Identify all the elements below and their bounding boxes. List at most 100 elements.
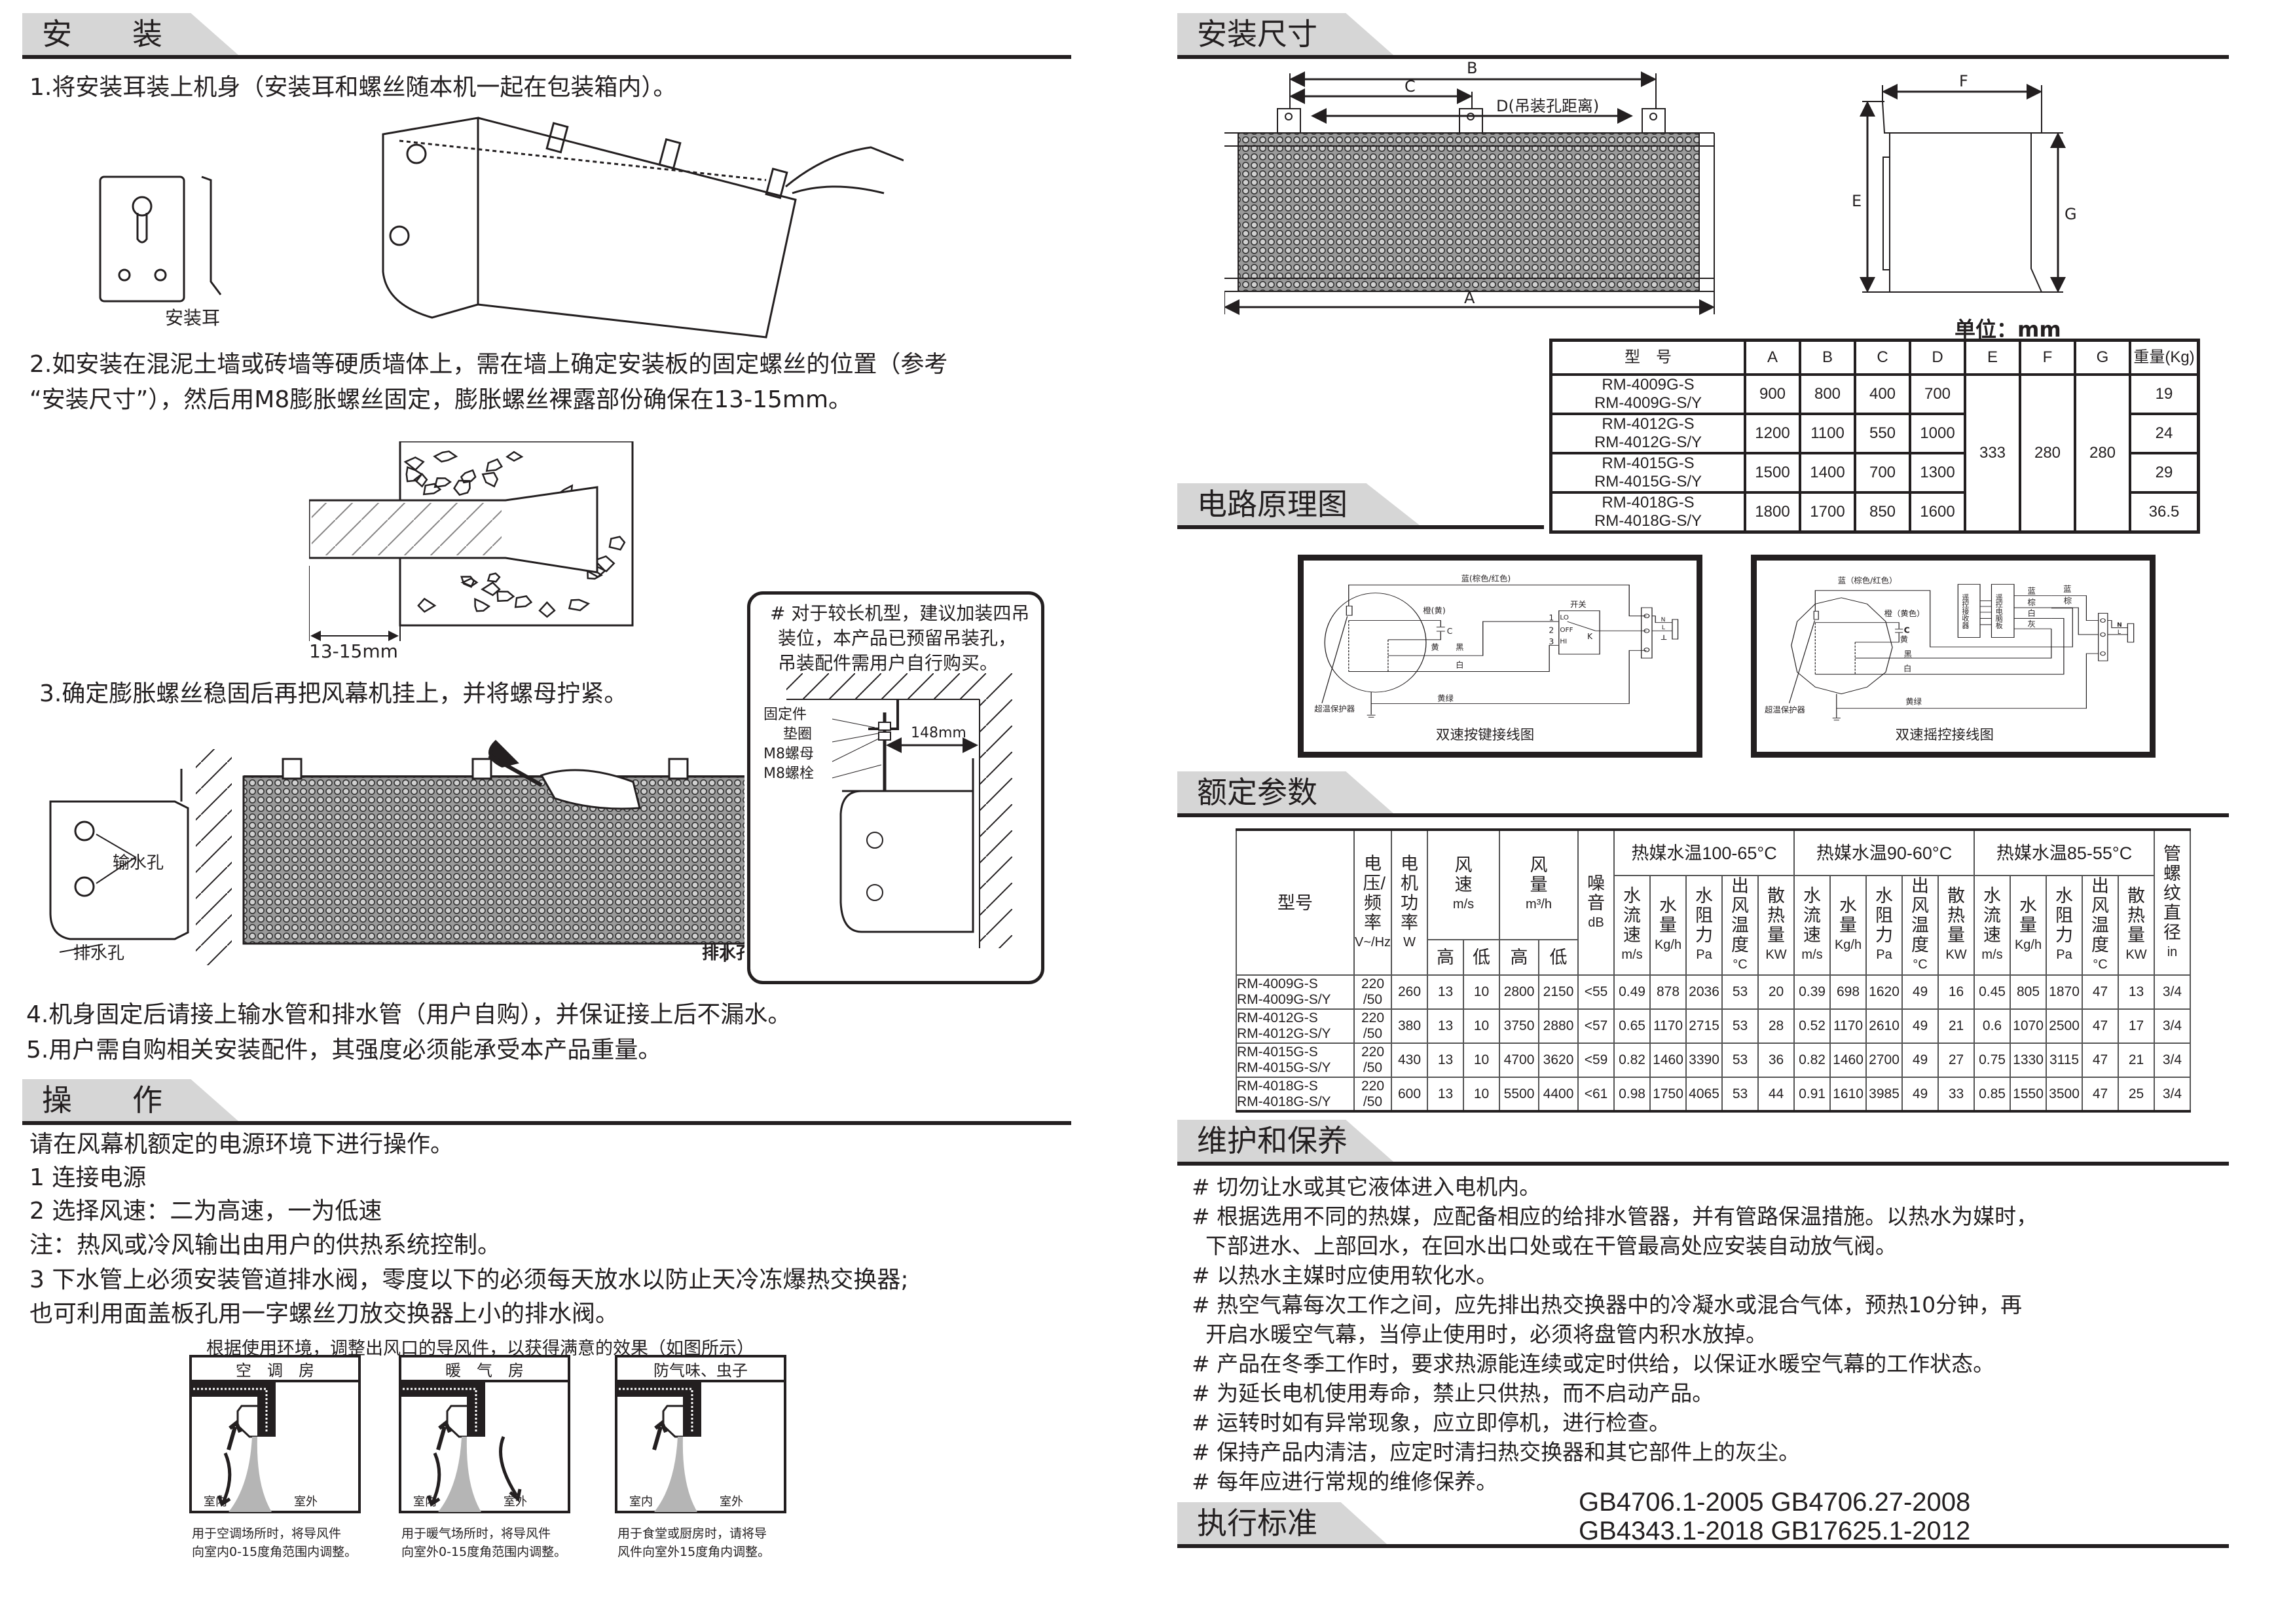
switch-position-label: LO [1560, 614, 1569, 621]
model-name: RM-4015G-S [1602, 454, 1695, 472]
maintenance-item: # 产品在冬季工作时，要求热源能连续或定时供给，以保证水暖空气幕的工作状态。 [1192, 1351, 1995, 1376]
column-header: B [1799, 339, 1856, 376]
dimension-d: 1000 [1909, 412, 1966, 454]
value-cell: 17 [2118, 1008, 2156, 1044]
fixing-label: M8螺栓 [763, 766, 814, 782]
header-noise-text: 噪音 [1587, 873, 1606, 913]
wire-label: 橙(黄) [1423, 606, 1445, 616]
header-water-temp-group: 热媒水温85-55°C [1974, 829, 2156, 876]
header-sub-text: 水量 [1839, 896, 1858, 935]
section-rule [1177, 1162, 2229, 1166]
arrow-icon [227, 1420, 242, 1450]
value-cell: 10 [1463, 974, 1501, 1010]
stone [505, 451, 524, 462]
dimension-g: 280 [2074, 373, 2131, 533]
section-rule [22, 1121, 1071, 1125]
value-cell: 3115 [2046, 1043, 2084, 1078]
operation-line: 1 连接电源 [29, 1164, 147, 1191]
section-title: 安 装 [42, 16, 162, 52]
wire-label: 黄 [1431, 643, 1439, 652]
outdoor-label: 室外 [504, 1495, 527, 1509]
section-dimensions: 安装尺寸 [1177, 13, 2229, 59]
value-cell: 4400 [1538, 1077, 1579, 1112]
value-cell: 3500 [2046, 1077, 2084, 1112]
maintenance-item: # 以热水主媒时应使用软化水。 [1192, 1263, 1498, 1288]
maintenance-item: 开启水暖空气幕，当停止使用时，必须将盘管内积水放掉。 [1192, 1321, 1767, 1347]
wire-label: 棕 [2064, 596, 2072, 606]
value-cell: <57 [1577, 1008, 1615, 1044]
standards-line: GB4343.1-2018 GB17625.1-2012 [1579, 1517, 1971, 1545]
wiring-diagram-2: 蓝（棕色/红色） 橙（黄色） C 黄 黑 白 遥控接收器 遥控电脑板 蓝 棕 白… [1765, 576, 2135, 743]
install-step-4: 4.机身固定后请接上输水管和排水管（用户自购），并保证接上后不漏水。 [26, 1001, 792, 1028]
value-cell: 1170 [1829, 1008, 1867, 1044]
value-cell: 27 [1937, 1043, 1975, 1078]
stone [417, 597, 437, 613]
maintenance-item: # 切勿让水或其它液体进入电机内。 [1192, 1174, 1541, 1200]
value-cell: 3/4 [2154, 1043, 2192, 1078]
value-cell: 878 [1649, 974, 1687, 1010]
indoor-label: 室内 [629, 1495, 653, 1509]
weight: 19 [2129, 373, 2200, 415]
duct [191, 1381, 276, 1437]
dim-label-g: G [2065, 205, 2077, 223]
section-title: 额定参数 [1197, 775, 1317, 810]
value-cell: 1550 [2010, 1077, 2047, 1112]
dimension-d: 1600 [1909, 490, 1966, 533]
wire-label: 黑 [1456, 643, 1463, 652]
model-name: RM-4018G-S [1237, 1078, 1318, 1094]
header-noise-unit: dB [1588, 915, 1604, 930]
value-cell: 13 [1427, 974, 1465, 1010]
voltage-cell: 220/50 [1353, 1008, 1393, 1044]
section-rule [1177, 55, 2229, 59]
dim-label-a: A [1464, 289, 1475, 307]
value-cell: 0.6 [1974, 1008, 2011, 1044]
value-cell: 13 [1427, 1043, 1465, 1078]
column-header: 重量(Kg) [2129, 339, 2200, 376]
hanging-bracket [658, 138, 682, 170]
header-row: 高低高低 [1236, 938, 2190, 976]
value-cell: 0.52 [1793, 1008, 1831, 1044]
protector-label: 超温保护器 [1314, 704, 1355, 714]
header-power-unit: W [1403, 934, 1416, 950]
header-sub-text: 水流速 [1623, 886, 1642, 945]
header-sub-text: 出风温度 [2091, 876, 2110, 955]
value-cell: 1620 [1865, 974, 1903, 1010]
stone [460, 577, 479, 587]
panel-description: 风件向室外15度角内调整。 [617, 1545, 771, 1559]
unit-side-panel [382, 117, 479, 319]
wire-label: 蓝(棕色/红色) [1461, 574, 1511, 583]
value-cell: 47 [2082, 1077, 2120, 1112]
dim-label-f: F [1959, 72, 1968, 90]
model-name: RM-4009G-S [1237, 976, 1318, 991]
section-operation: 操 作 [22, 1079, 1071, 1125]
value-cell: 21 [2118, 1043, 2156, 1078]
remote-wiring-diagram: 蓝（棕色/红色） 橙（黄色） C 黄 黑 白 遥控接收器 遥控电脑板 蓝 棕 白… [1751, 555, 2156, 758]
value-cell: 1070 [2010, 1008, 2047, 1044]
value-cell: 3/4 [2154, 1008, 2192, 1044]
key-switch-wiring-diagram: 蓝(棕色/红色) 开关 橙(黄) C 黄 黑 白 1 2 3 LO OFF HI… [1298, 555, 1702, 758]
airflow-diagram: 防气味、虫子室内室外 [615, 1355, 786, 1513]
value-cell: 53 [1721, 1008, 1759, 1044]
weight: 24 [2129, 412, 2200, 454]
header-sub-unit: °C [1913, 957, 1928, 972]
neutral-label: N [2117, 622, 2122, 629]
wire-label: 橙（黄色） [1884, 608, 1925, 618]
ceiling-mount-note: # 对于较长机型，建议加装四吊 装位，本产品已预留吊装孔， 吊装配件需用户自行购… [747, 591, 1044, 984]
header-sub-text: 出风温度 [1911, 876, 1930, 955]
outdoor-label: 室外 [720, 1495, 743, 1509]
airflow-panel: 空 调 房室内室外用于空调场所时，将导风件向室内0-15度角范围内调整。 [189, 1355, 361, 1564]
unit-side-view [49, 800, 189, 940]
value-cell: 3750 [1499, 1008, 1540, 1044]
